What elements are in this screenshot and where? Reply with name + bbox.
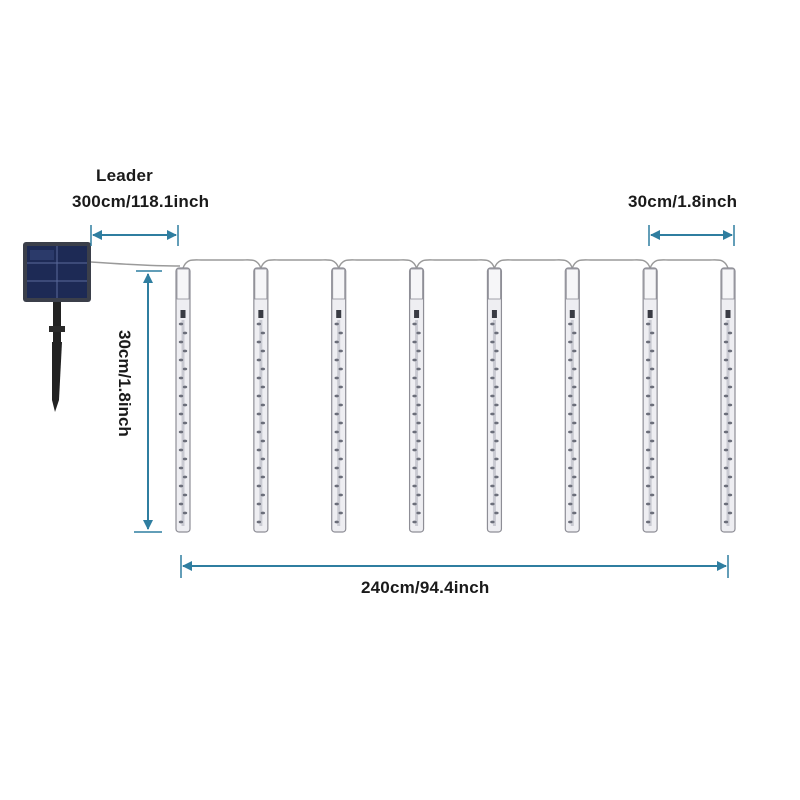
tube-wire xyxy=(649,259,729,269)
meteor-tube-icon xyxy=(564,267,580,533)
meteor-tube-icon xyxy=(331,267,347,533)
tube-wire xyxy=(182,259,262,269)
tube-height-label: 30cm/1.8inch xyxy=(115,330,134,437)
tube-wire xyxy=(260,259,340,269)
solar-panel-icon xyxy=(23,242,91,302)
meteor-tube-icon xyxy=(175,267,191,533)
meteor-tube-icon xyxy=(642,267,658,533)
total-length-label: 240cm/94.4inch xyxy=(361,578,490,597)
leader-wire xyxy=(90,261,181,267)
meteor-tube-icon xyxy=(720,267,736,533)
leader-length-label: 300cm/118.1inch xyxy=(72,192,210,211)
ground-stake-icon xyxy=(49,302,65,412)
meteor-tube-icon xyxy=(408,267,425,533)
meteor-tube-icon xyxy=(253,267,269,533)
meteor-tube-icon xyxy=(486,267,503,533)
tube-height-label-wrap: 30cm/1.8inch xyxy=(110,330,136,510)
leader-title-label: Leader xyxy=(96,166,153,185)
tube-wire xyxy=(415,259,496,269)
tube-wire xyxy=(338,259,418,269)
tube-connection-wires xyxy=(182,259,729,269)
tube-wire xyxy=(571,259,651,269)
tube-spacing-label: 30cm/1.8inch xyxy=(628,192,738,211)
meteor-tubes xyxy=(175,267,736,533)
tube-wire xyxy=(493,259,573,269)
